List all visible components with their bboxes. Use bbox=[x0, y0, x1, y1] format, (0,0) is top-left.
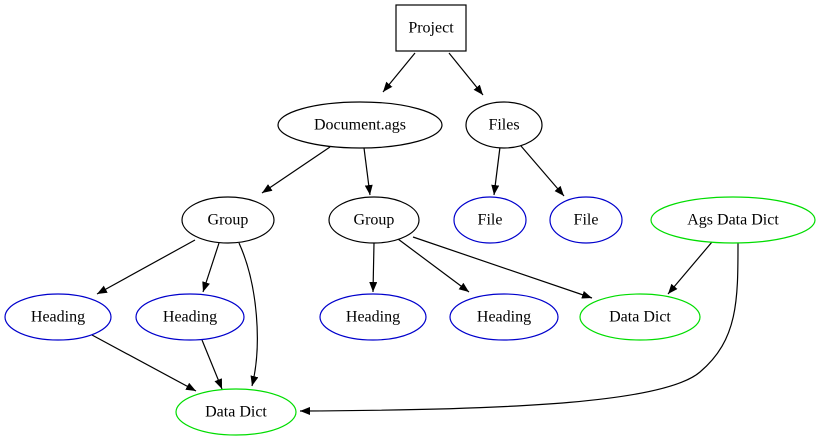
node-project-label: Project bbox=[408, 20, 454, 37]
node-heading-1-label: Heading bbox=[31, 309, 85, 326]
node-heading-2: Heading bbox=[135, 293, 245, 341]
node-heading-2-shape bbox=[135, 293, 245, 341]
edge-group-b-to-heading-4 bbox=[397, 238, 470, 293]
node-data-dict-right-label: Data Dict bbox=[609, 309, 671, 326]
node-group-b: Group bbox=[328, 196, 420, 244]
node-document-label: Document.ags bbox=[314, 117, 406, 134]
node-project: Project bbox=[395, 4, 467, 52]
edges-layer bbox=[91, 52, 739, 415]
node-files-label: Files bbox=[488, 117, 519, 134]
edge-document-to-group-a bbox=[261, 146, 331, 194]
node-ags-data-dict-shape bbox=[650, 196, 816, 244]
node-file-1-label: File bbox=[478, 212, 503, 229]
node-heading-4-label: Heading bbox=[477, 309, 531, 326]
edge-heading-2-to-data-dict-bottom bbox=[201, 339, 223, 390]
node-group-a-label: Group bbox=[208, 212, 249, 229]
node-project-shape bbox=[395, 4, 467, 52]
edge-group-b-to-heading-3 bbox=[369, 242, 378, 293]
node-file-1: File bbox=[453, 196, 527, 244]
node-file-1-shape bbox=[453, 196, 527, 244]
node-data-dict-bottom-label: Data Dict bbox=[205, 404, 267, 421]
node-group-a-shape bbox=[181, 196, 275, 244]
edge-ags-data-dict-to-data-dict-right bbox=[667, 241, 713, 295]
edge-project-to-document bbox=[382, 52, 416, 93]
node-data-dict-bottom: Data Dict bbox=[175, 388, 297, 436]
edge-document-to-group-b bbox=[363, 147, 373, 196]
edge-heading-1-to-data-dict-bottom bbox=[91, 334, 197, 392]
edge-files-to-file-2 bbox=[520, 145, 565, 197]
node-heading-3-label: Heading bbox=[346, 309, 400, 326]
node-heading-2-label: Heading bbox=[163, 309, 217, 326]
edge-group-a-to-heading-1 bbox=[96, 239, 196, 295]
edge-project-to-files bbox=[448, 52, 484, 96]
node-document-shape bbox=[277, 101, 443, 149]
node-group-b-shape bbox=[328, 196, 420, 244]
edge-files-to-file-1 bbox=[491, 146, 501, 196]
node-data-dict-right: Data Dict bbox=[579, 293, 701, 341]
node-group-a: Group bbox=[181, 196, 275, 244]
node-heading-3: Heading bbox=[319, 293, 427, 341]
node-heading-1-shape bbox=[4, 293, 112, 341]
node-files: Files bbox=[465, 101, 543, 149]
node-heading-4-shape bbox=[449, 293, 559, 341]
node-heading-3-shape bbox=[319, 293, 427, 341]
node-group-b-label: Group bbox=[354, 212, 395, 229]
edge-group-a-to-data-dict-bottom bbox=[238, 242, 259, 387]
node-heading-1: Heading bbox=[4, 293, 112, 341]
edge-ags-data-dict-to-data-dict-bottom bbox=[299, 242, 739, 415]
node-files-shape bbox=[465, 101, 543, 149]
node-file-2-shape bbox=[549, 196, 623, 244]
node-ags-data-dict: Ags Data Dict bbox=[650, 196, 816, 244]
node-file-2: File bbox=[549, 196, 623, 244]
node-data-dict-bottom-shape bbox=[175, 388, 297, 436]
node-data-dict-right-shape bbox=[579, 293, 701, 341]
node-heading-4: Heading bbox=[449, 293, 559, 341]
edge-group-b-to-data-dict-right bbox=[412, 236, 593, 299]
node-file-2-label: File bbox=[574, 212, 599, 229]
node-ags-data-dict-label: Ags Data Dict bbox=[687, 212, 779, 229]
edge-group-a-to-heading-2 bbox=[202, 242, 220, 293]
node-document: Document.ags bbox=[277, 101, 443, 149]
